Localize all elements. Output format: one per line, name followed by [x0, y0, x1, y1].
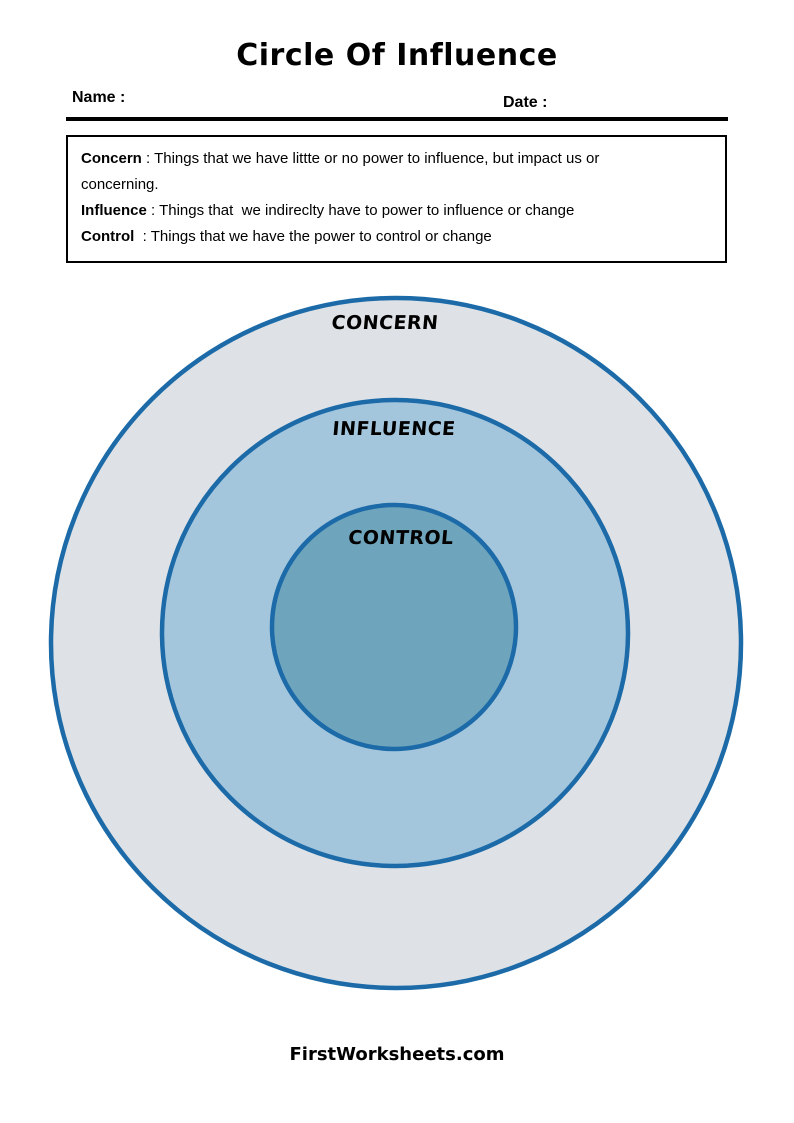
influence-ring-label: INFLUENCE [331, 418, 457, 440]
definition-row-influence: Influence : Things that we indireclty ha… [81, 198, 712, 224]
name-date-underline [66, 117, 728, 121]
date-field-label: Date : [503, 94, 548, 111]
definitions-box: Concern : Things that we have littte or … [66, 135, 727, 263]
concern-ring-label: CONCERN [330, 312, 440, 334]
definition-term: Concern [81, 150, 142, 167]
definition-text: Things that we indireclty have to power … [159, 202, 575, 219]
page-title: Circle Of Influence [236, 38, 558, 73]
control-ring-label: CONTROL [347, 527, 455, 549]
definition-row-concern: Concern : Things that we have littte or … [81, 146, 712, 198]
definition-term: Control [81, 228, 135, 245]
control-circle [269, 502, 519, 752]
definition-term: Influence [81, 202, 147, 219]
definition-separator: : [141, 150, 155, 167]
footer-site-name: FirstWorksheets.com [289, 1044, 505, 1065]
definition-row-control: Control : Things that we have the power … [81, 224, 712, 250]
definition-separator: : [146, 202, 160, 219]
definition-text: Things that we have littte or no power t… [81, 150, 600, 193]
definition-separator: : [134, 228, 151, 245]
definition-text: Things that we have the power to control… [150, 228, 492, 245]
name-field-label: Name : [72, 89, 126, 106]
